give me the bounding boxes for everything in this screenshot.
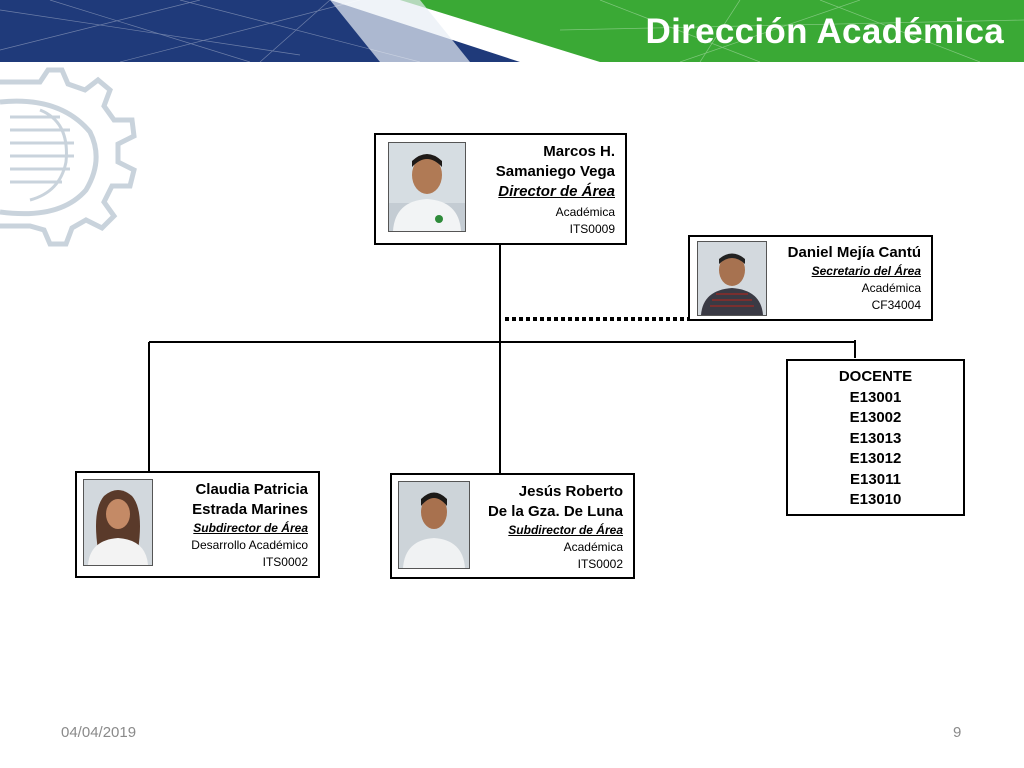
director-info: Marcos H. Samaniego Vega Director de Áre…	[465, 142, 615, 238]
director-photo	[388, 142, 466, 232]
subdirector-left-code: ITS0002	[262, 555, 308, 569]
docente-code: E13001	[849, 388, 902, 406]
subdirector-center-name-line1: Jesús Roberto	[518, 483, 623, 500]
subdirector-center-area: Académica	[563, 540, 623, 554]
docente-code: E13013	[849, 429, 902, 447]
person-icon	[399, 482, 469, 568]
director-area: Académica	[555, 205, 615, 219]
slide-date: 04/04/2019	[61, 724, 137, 741]
institute-logo	[0, 67, 137, 247]
secretary-node: Daniel Mejía Cantú Secretario del Área A…	[688, 235, 933, 321]
subdirector-center-code: ITS0002	[577, 557, 623, 571]
subdirector-center-name-line2: De la Gza. De Luna	[487, 503, 623, 520]
subdirector-left-photo	[83, 479, 153, 566]
docente-code: E13011	[850, 470, 901, 488]
subdirector-center-node: Jesús Roberto De la Gza. De Luna Subdire…	[390, 473, 635, 579]
subdirector-center-info: Jesús Roberto De la Gza. De Luna Subdire…	[468, 482, 623, 573]
secretary-role: Secretario del Área	[811, 264, 921, 278]
secretary-info: Daniel Mejía Cantú Secretario del Área A…	[761, 243, 921, 314]
subdirector-left-name-line2: Estrada Marines	[192, 501, 308, 518]
subdirector-left-node: Claudia Patricia Estrada Marines Subdire…	[75, 471, 320, 578]
docente-code: E13012	[849, 450, 902, 467]
director-role: Director de Área	[498, 183, 615, 200]
subdirector-left-info: Claudia Patricia Estrada Marines Subdire…	[158, 480, 308, 571]
person-icon	[84, 480, 152, 565]
director-node: Marcos H. Samaniego Vega Director de Áre…	[374, 133, 627, 245]
docente-code: E13010	[849, 491, 902, 508]
subdirector-left-area: Desarrollo Académico	[191, 538, 308, 552]
director-name-line2: Samaniego Vega	[495, 163, 615, 180]
docente-code: E13002	[849, 409, 902, 426]
slide-number: 9	[953, 724, 962, 741]
header-graphic	[0, 0, 1024, 62]
person-icon	[698, 242, 766, 315]
director-code: ITS0009	[569, 222, 615, 236]
docente-node: DOCENTE E13001 E13002 E13013 E13012 E130…	[786, 359, 965, 516]
secretary-name: Daniel Mejía Cantú	[787, 244, 921, 261]
docente-title: DOCENTE	[838, 368, 913, 385]
secretary-code: CF34004	[871, 298, 921, 312]
director-name-line1: Marcos H.	[543, 143, 615, 160]
subdirector-left-name-line1: Claudia Patricia	[195, 481, 308, 498]
secretary-photo	[697, 241, 767, 316]
subdirector-center-photo	[398, 481, 470, 569]
page-title: Dirección Académica	[645, 12, 1004, 51]
subdirector-left-role: Subdirector de Área	[193, 521, 308, 535]
person-icon	[389, 143, 465, 231]
header-banner: Dirección Académica	[0, 0, 1024, 62]
subdirector-center-role: Subdirector de Área	[508, 523, 623, 537]
secretary-area: Académica	[861, 281, 921, 295]
